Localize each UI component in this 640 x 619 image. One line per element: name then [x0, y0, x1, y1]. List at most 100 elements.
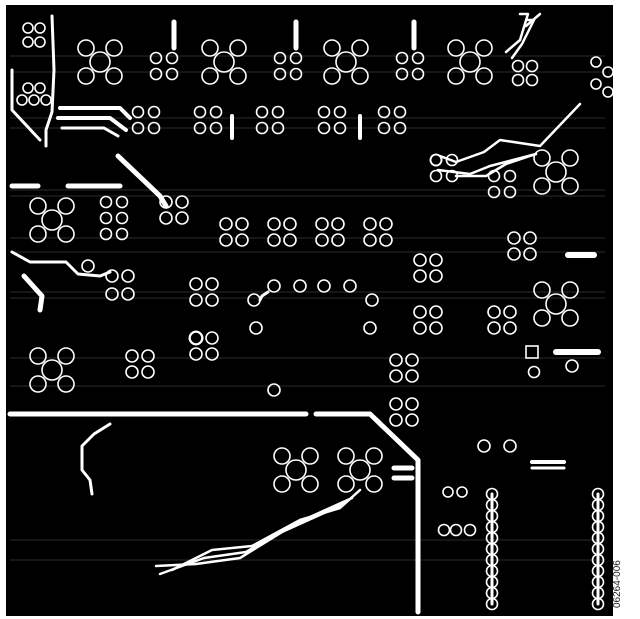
pad: [389, 413, 403, 427]
pad: [602, 86, 614, 98]
pad: [22, 82, 34, 94]
pad: [175, 195, 189, 209]
pad: [267, 279, 281, 293]
pad: [377, 105, 391, 119]
pad: [29, 225, 47, 243]
pad: [34, 22, 46, 34]
pad: [115, 227, 129, 241]
pad: [99, 195, 113, 209]
pad: [405, 369, 419, 383]
pad: [40, 94, 52, 106]
pad: [429, 153, 443, 167]
pad: [131, 121, 145, 135]
pad: [565, 359, 579, 373]
pad: [175, 211, 189, 225]
pad: [121, 287, 135, 301]
pad: [379, 233, 393, 247]
pad: [317, 121, 331, 135]
pad: [365, 475, 383, 493]
pad: [363, 321, 377, 335]
pad: [147, 121, 161, 135]
pad: [389, 353, 403, 367]
square-pad: [525, 345, 539, 359]
pad: [475, 39, 493, 57]
pad: [301, 475, 319, 493]
trace: [258, 290, 270, 302]
pad: [315, 233, 329, 247]
trace: [436, 152, 538, 176]
pad: [527, 365, 541, 379]
pad: [77, 67, 95, 85]
pad: [503, 439, 517, 453]
pad: [429, 169, 443, 183]
trace: [60, 126, 120, 138]
pad: [201, 67, 219, 85]
pad: [405, 353, 419, 367]
pad: [525, 59, 539, 73]
pad: [533, 309, 551, 327]
pad: [449, 523, 463, 537]
pad: [405, 413, 419, 427]
pad: [351, 39, 369, 57]
pad: [429, 253, 443, 267]
pad: [545, 161, 567, 183]
pad: [301, 447, 319, 465]
pad: [22, 22, 34, 34]
pad: [165, 51, 179, 65]
pad: [487, 185, 501, 199]
pad: [503, 169, 517, 183]
pad: [393, 105, 407, 119]
pad: [323, 39, 341, 57]
pad: [561, 281, 579, 299]
pad: [289, 51, 303, 65]
trace: [454, 152, 538, 178]
pad: [365, 447, 383, 465]
pad: [429, 305, 443, 319]
pad: [561, 177, 579, 195]
pad: [323, 67, 341, 85]
pad: [363, 233, 377, 247]
pad: [29, 375, 47, 393]
pad: [533, 149, 551, 167]
pad: [121, 269, 135, 283]
pad: [395, 51, 409, 65]
pad: [411, 67, 425, 81]
pad: [503, 321, 517, 335]
pad: [189, 293, 203, 307]
trace: [10, 68, 42, 142]
trace: [80, 422, 112, 496]
pad: [315, 217, 329, 231]
pad: [463, 523, 477, 537]
pad: [201, 39, 219, 57]
trace: [154, 502, 346, 568]
pad: [445, 169, 459, 183]
pad: [34, 36, 46, 48]
pad: [235, 233, 249, 247]
pad: [149, 51, 163, 65]
pad: [22, 36, 34, 48]
pad: [188, 330, 204, 346]
pad: [389, 397, 403, 411]
trace: [313, 411, 421, 615]
pad: [141, 365, 155, 379]
pad: [363, 217, 377, 231]
pad: [285, 459, 307, 481]
pad: [267, 383, 281, 397]
pad: [41, 359, 63, 381]
pad: [561, 149, 579, 167]
trace: [115, 153, 169, 209]
copper-features: [7, 12, 614, 615]
pad: [507, 247, 521, 261]
trace: [510, 18, 536, 60]
pad: [525, 73, 539, 87]
pad: [477, 439, 491, 453]
pad: [331, 217, 345, 231]
pad: [442, 486, 454, 498]
pad: [413, 321, 427, 335]
pad: [105, 67, 123, 85]
pad: [447, 39, 465, 57]
pad: [511, 59, 525, 73]
pad: [333, 121, 347, 135]
pad: [445, 153, 459, 167]
pad: [331, 233, 345, 247]
